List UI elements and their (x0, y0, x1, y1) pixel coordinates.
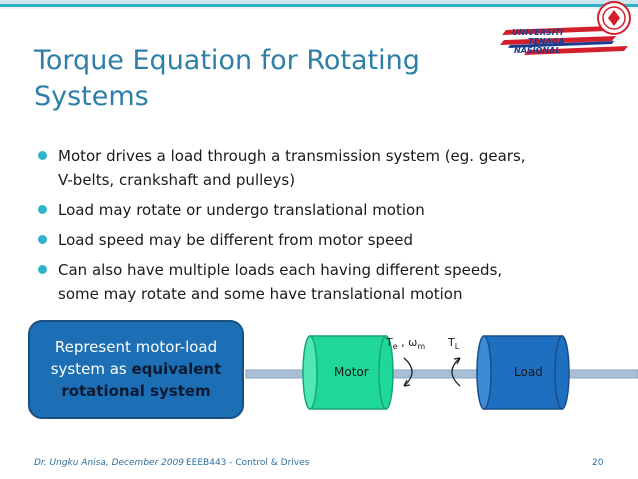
bullet-text: Load may rotate or undergo translational… (58, 201, 425, 219)
university-logo: UNIVERSITI TENAGA NASIONAL (500, 1, 631, 55)
footer-author: Dr. Ungku Anisa, December 2009 (34, 458, 185, 468)
callout-line-1: Represent motor-load (54, 338, 218, 356)
motor-load-diagram: Motor Load Te , ωm TL (245, 335, 638, 410)
torque-speed-label: Te , ωm (385, 336, 425, 351)
torque-l-subscript: L (455, 342, 460, 351)
equivalent-system-callout: Represent motor-load system as equivalen… (28, 320, 244, 419)
separator: , (398, 336, 409, 349)
load-torque-label: TL (447, 336, 460, 351)
load-label: Load (514, 365, 543, 379)
torque-l-symbol: T (447, 336, 455, 349)
callout-line-2-prefix: system as (50, 360, 132, 378)
omega-symbol: ω (408, 336, 417, 349)
title-line-2: Systems (34, 81, 149, 112)
callout-line-2: system as equivalent (30, 358, 242, 380)
motor-cylinder (302, 335, 394, 410)
logo-stripes (500, 26, 628, 55)
omega-subscript: m (417, 342, 425, 351)
top-band (0, 0, 638, 9)
callout-line-2-emphasis: equivalent (131, 360, 222, 378)
logo-emblem (597, 1, 631, 35)
bullet-item: Can also have multiple loads each having… (38, 258, 628, 306)
logo-line3: NASIONAL (514, 46, 560, 55)
torque-e-subscript: e (393, 342, 398, 351)
bullet-text: Load speed may be different from motor s… (58, 231, 414, 249)
motor-rotation-arrow-icon (403, 357, 413, 387)
footer-course: EEEB443 - Control & Drives (186, 458, 310, 468)
bullet-text: V-belts, crankshaft and pulleys) (58, 171, 296, 189)
shaft (245, 369, 638, 379)
title-line-1: Torque Equation for Rotating (34, 45, 420, 76)
bullet-text: Motor drives a load through a transmissi… (58, 147, 526, 165)
bullet-text: Can also have multiple loads each having… (58, 261, 503, 279)
slide-title: Torque Equation for Rotating Systems (34, 43, 504, 115)
load-cylinder (476, 335, 570, 410)
bullet-item: Motor drives a load through a transmissi… (38, 144, 628, 192)
logo-line1: UNIVERSITI (512, 28, 563, 37)
load-rotation-arrow-icon (451, 357, 461, 387)
callout-line-3: rotational system (61, 382, 211, 400)
torque-e-symbol: T (385, 336, 393, 349)
logo-line2: TENAGA (528, 37, 565, 46)
bullet-item: Load may rotate or undergo translational… (38, 198, 628, 222)
page-number: 20 (592, 458, 604, 468)
bullet-list: Motor drives a load through a transmissi… (38, 144, 628, 312)
motor-label: Motor (334, 365, 369, 379)
bullet-item: Load speed may be different from motor s… (38, 228, 628, 252)
bullet-text: some may rotate and some have translatio… (58, 285, 463, 303)
